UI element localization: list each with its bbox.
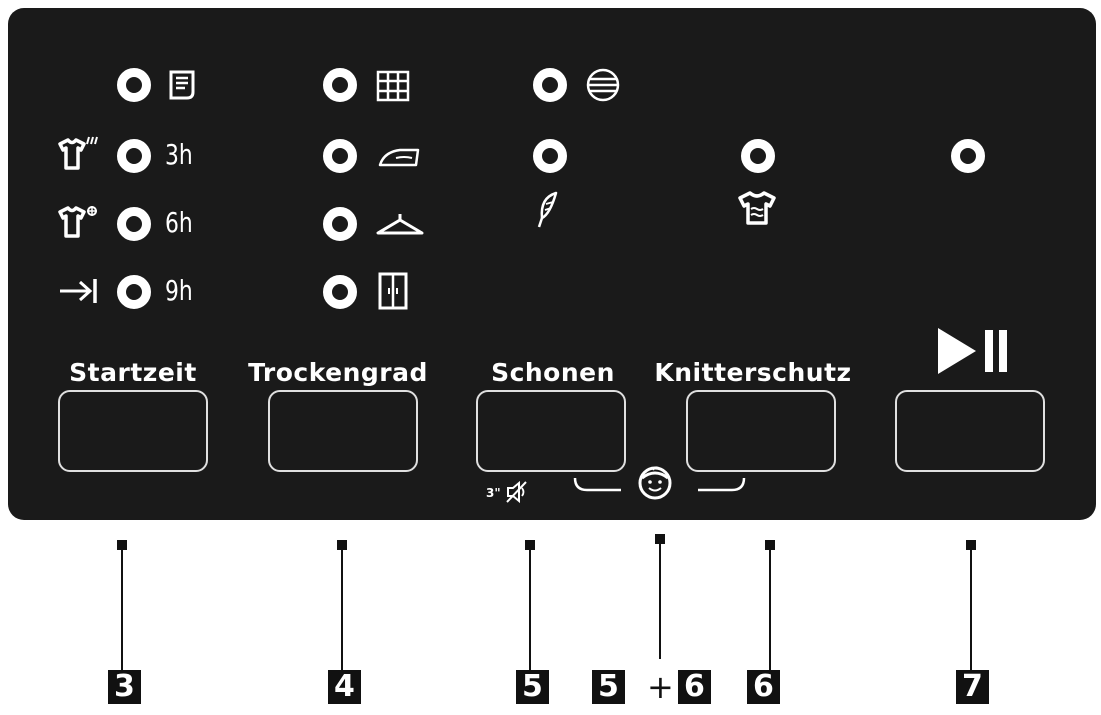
end-arrow-icon <box>60 279 97 303</box>
callout-trockengrad: 4 <box>328 670 361 704</box>
control-panel: 3h 6h 9h <box>8 8 1096 520</box>
start-time-9h-label: 9h <box>165 274 193 307</box>
indicator-start-6h <box>117 207 151 241</box>
leader-line-startzeit <box>121 545 123 670</box>
callout-startzeit: 3 <box>108 670 141 704</box>
leader-line-trockengrad <box>341 545 343 670</box>
shirt-waves-icon <box>738 191 776 225</box>
indicator-iron-dry <box>323 139 357 173</box>
start-pause-button[interactable] <box>895 390 1045 472</box>
indicator-drum <box>533 68 567 102</box>
wardrobe-icon <box>378 272 408 310</box>
indicator-start-9h <box>117 275 151 309</box>
iron-icon <box>378 148 420 167</box>
mute-duration-label: 3" <box>486 486 501 500</box>
indicator-hang-dry <box>323 207 357 241</box>
knitterschutz-label: Knitterschutz <box>654 358 852 387</box>
indicator-start-pause <box>951 139 985 173</box>
indicator-extra-dry <box>323 68 357 102</box>
child-lock-icon <box>638 466 672 500</box>
extra-dry-grid-icon <box>376 70 410 102</box>
schonen-button[interactable] <box>476 390 626 472</box>
schonen-label: Schonen <box>491 358 615 387</box>
shirt-cold-icon <box>58 206 97 238</box>
mute-icon <box>506 480 527 504</box>
callout-combo-b: 6 <box>678 670 711 704</box>
callout-schonen: 5 <box>516 670 549 704</box>
startzeit-button[interactable] <box>58 390 208 472</box>
trockengrad-label: Trockengrad <box>248 358 428 387</box>
shirt-hot-icon <box>58 136 98 170</box>
callout-start-pause: 7 <box>956 670 989 704</box>
startzeit-label: Startzeit <box>69 358 197 387</box>
indicator-anti-crease <box>741 139 775 173</box>
leader-line-knitterschutz <box>769 545 771 670</box>
indicator-program-end <box>117 68 151 102</box>
child-lock-bracket-left <box>573 477 621 492</box>
play-pause-icon <box>938 328 1007 374</box>
child-lock-bracket-right <box>698 477 746 492</box>
knitterschutz-button[interactable] <box>686 390 836 472</box>
callout-combo-a: 5 <box>592 670 625 704</box>
callout-knitterschutz: 6 <box>747 670 780 704</box>
start-time-3h-label: 3h <box>165 138 193 171</box>
leader-line-start-pause <box>970 545 972 670</box>
leader-line-schonen <box>529 545 531 670</box>
hanger-icon <box>376 214 424 235</box>
leader-line-child-lock <box>659 539 661 659</box>
indicator-start-3h <box>117 139 151 173</box>
program-end-icon <box>169 70 195 100</box>
indicator-delicate <box>533 139 567 173</box>
feather-icon <box>537 191 558 228</box>
drum-icon <box>586 68 620 102</box>
indicator-cupboard-dry <box>323 275 357 309</box>
start-time-6h-label: 6h <box>165 206 193 239</box>
callout-combo-plus: + <box>647 668 674 706</box>
trockengrad-button[interactable] <box>268 390 418 472</box>
